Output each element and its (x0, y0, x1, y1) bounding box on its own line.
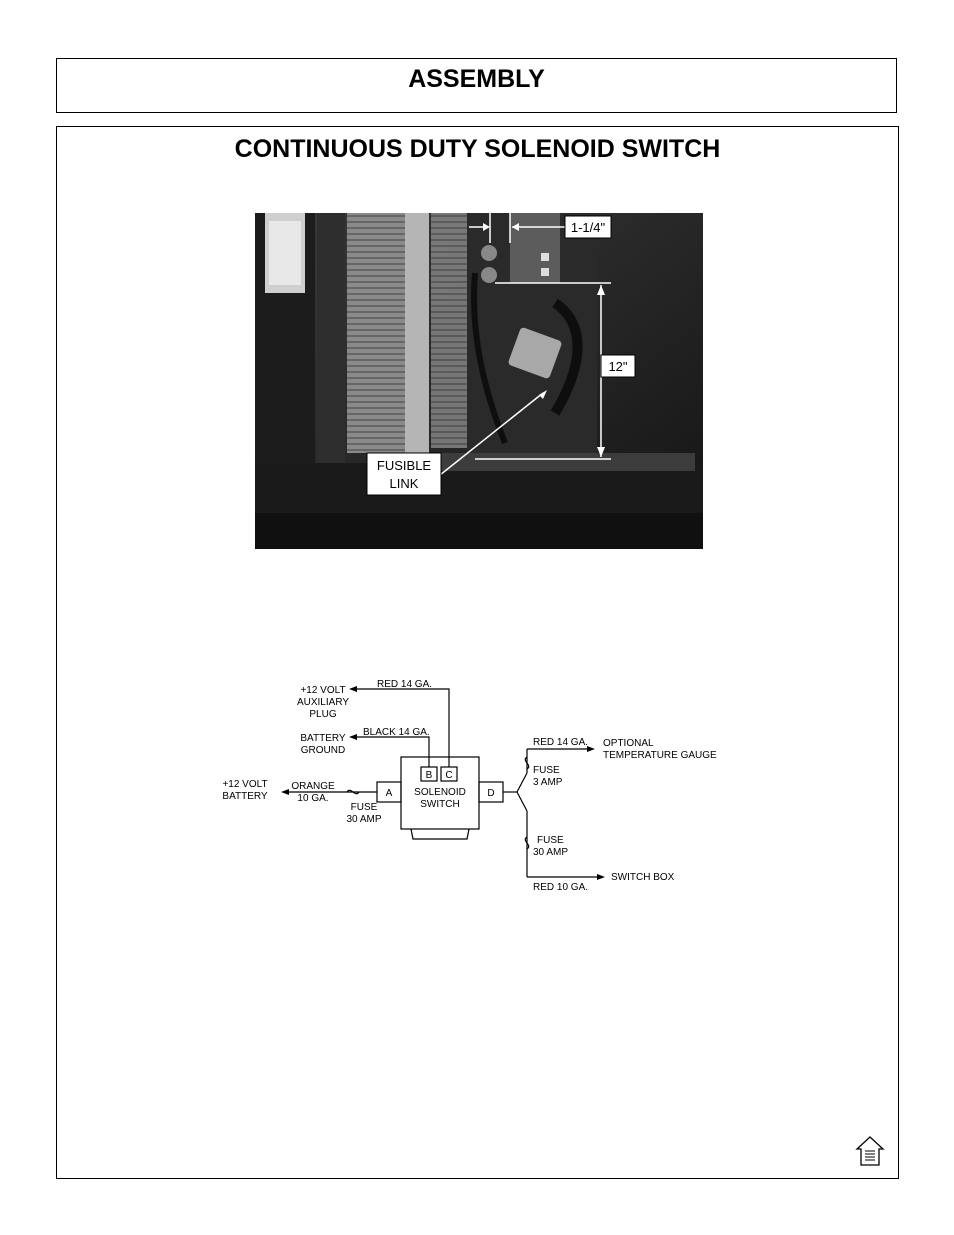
battery-label-2: BATTERY (222, 791, 268, 802)
installation-photo: 1-1/4" 12" FUSIBLE LINK (255, 213, 703, 549)
height-callout: 12" (608, 359, 627, 374)
terminal-d: D (487, 788, 494, 799)
terminal-c: C (445, 770, 452, 781)
terminal-b: B (426, 770, 433, 781)
page-title: ASSEMBLY (408, 65, 545, 93)
gauge-label-1: OPTIONAL (603, 738, 654, 749)
width-callout: 1-1/4" (571, 220, 606, 235)
battery-wire-label-2: 10 GA. (297, 793, 328, 804)
aux-wire-label: RED 14 GA. (377, 679, 432, 690)
ground-label-2: GROUND (301, 745, 345, 756)
aux-plug-label-3: PLUG (309, 709, 336, 720)
fusible-callout-line1: FUSIBLE (377, 458, 432, 473)
solenoid-label-1: SOLENOID (414, 787, 466, 798)
fuse-a-label-1: FUSE (351, 802, 378, 813)
header-box: ASSEMBLY (56, 58, 897, 113)
battery-wire-label-1: ORANGE (291, 781, 335, 792)
gauge-label-2: TEMPERATURE GAUGE (603, 750, 717, 761)
solenoid-label-2: SWITCH (420, 799, 459, 810)
gauge-wire-label: RED 14 GA. (533, 737, 588, 748)
switchbox-label: SWITCH BOX (611, 872, 675, 883)
content-panel: CONTINUOUS DUTY SOLENOID SWITCH (56, 126, 899, 1179)
fuse-box-label-2: 30 AMP (533, 847, 568, 858)
ground-wire-label: BLACK 14 GA. (363, 727, 430, 738)
battery-label-1: +12 VOLT (222, 779, 267, 790)
fuse-a-label-2: 30 AMP (346, 814, 381, 825)
fusible-callout-line2: LINK (390, 476, 419, 491)
terminal-a: A (386, 788, 393, 799)
switchbox-wire-label: RED 10 GA. (533, 882, 588, 893)
wiring-diagram: +12 VOLT AUXILIARY PLUG RED 14 GA. BATTE… (222, 679, 717, 893)
fuse-box-label-1: FUSE (537, 835, 564, 846)
fuse-gauge-label-1: FUSE (533, 765, 560, 776)
aux-plug-label-1: +12 VOLT (300, 685, 345, 696)
aux-plug-label-2: AUXILIARY (297, 697, 349, 708)
home-icon[interactable] (855, 1135, 885, 1167)
ground-label-1: BATTERY (300, 733, 346, 744)
section-title: CONTINUOUS DUTY SOLENOID SWITCH (234, 135, 721, 163)
fuse-gauge-label-2: 3 AMP (533, 777, 563, 788)
